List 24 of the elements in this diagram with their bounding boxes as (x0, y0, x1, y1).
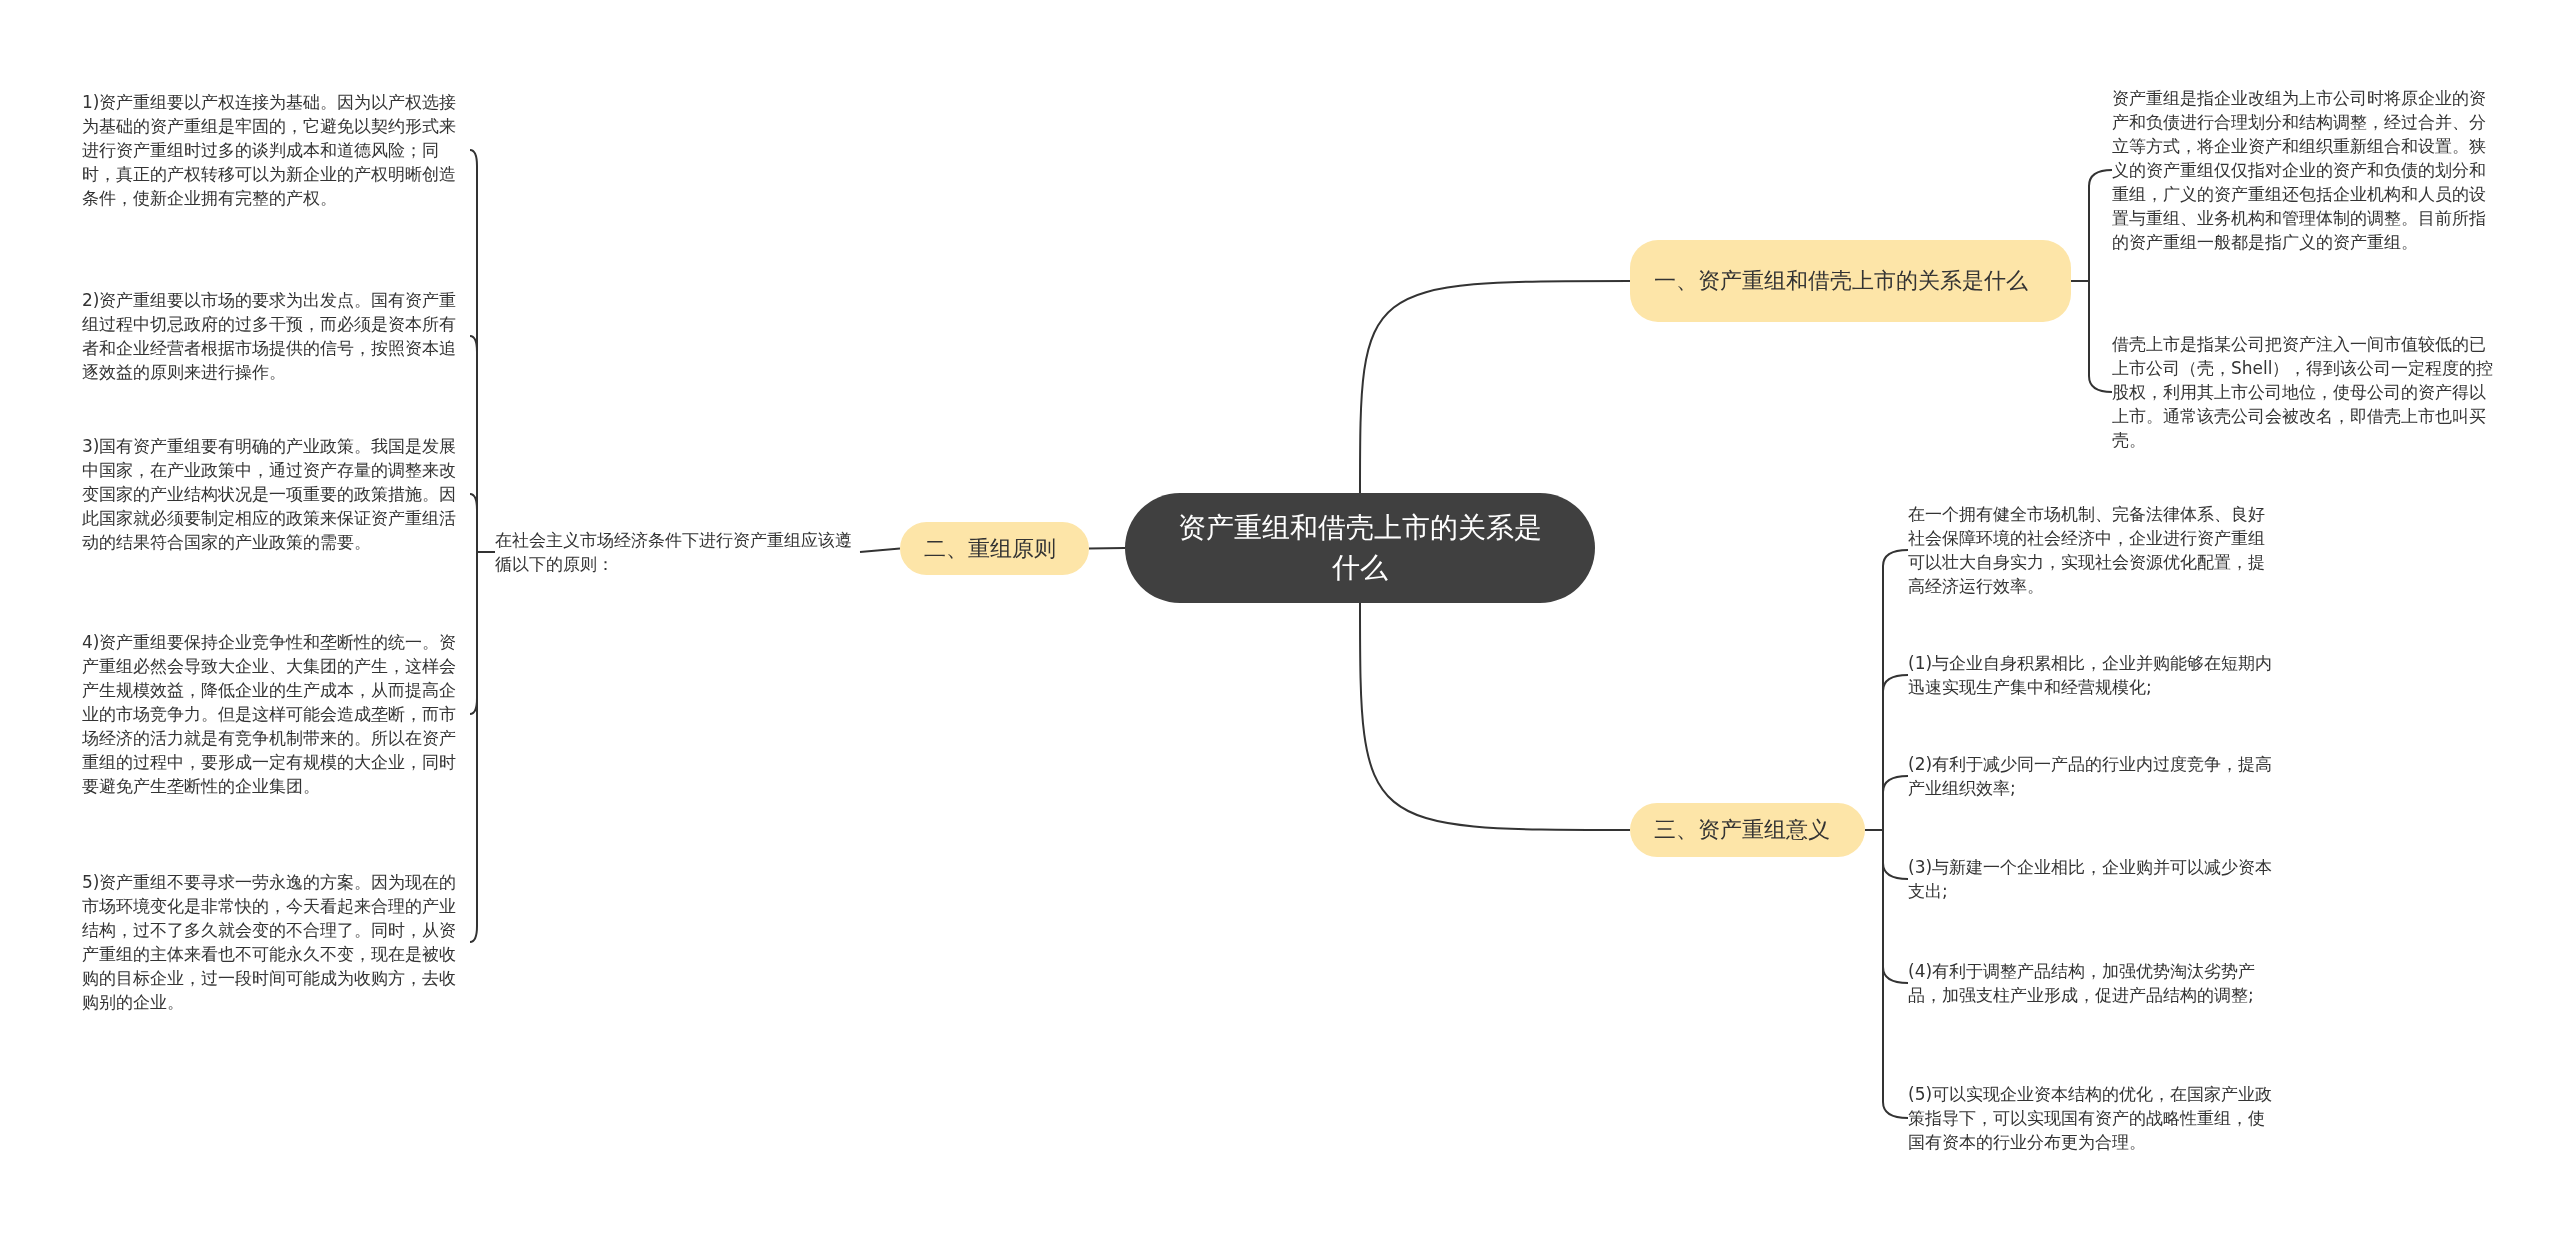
branch-topic: 一、资产重组和借壳上市的关系是什么 (1630, 240, 2071, 322)
connector-line (469, 551, 496, 943)
connector-line (1359, 280, 1631, 494)
subtopic-text: 4)资产重组要保持企业竞争性和垄断性的统一。资产重组必然会导致大企业、大集团的产生，这样会产生规模效益，降低企业的生产成本，从而提高企业的市场竞争力。但是这样可能会造成垄断，而市场经济的活力就是有竞争机制带来的。所以在资产重组的过程中，要形成一定有规模的大企业，同时要避免产生垄断性的企业集团。 (82, 626, 470, 802)
subtopic-text: 在社会主义市场经济条件下进行资产重组应该遵循以下的原则： (495, 524, 860, 580)
branch-topic: 三、资产重组意义 (1630, 803, 1865, 857)
subtopic-text: 在一个拥有健全市场机制、完备法律体系、良好社会保障环境的社会经济中，企业进行资产重组可以壮大自身实力，实现社会资源优化配置，提高经济运行效率。 (1908, 498, 2278, 602)
subtopic-text: 2)资产重组要以市场的要求为出发点。国有资产重组过程中切忌政府的过多干预，而必须是资本所有者和企业经营者根据市场提供的信号，按照资本追逐效益的原则来进行操作。 (82, 284, 470, 388)
subtopic-text: 资产重组是指企业改组为上市公司时将原企业的资产和负债进行合理划分和结构调整，经过合并、分立等方式，将企业资产和组织重新组合和设置。狭义的资产重组仅仅指对企业的资产和负债的划分和重组，广义的资产重组还包括企业机构和人员的设置与重组、业务机构和管理体制的调整。目前所指的资产重组一般都是指广义的资产重组。 (2112, 82, 2497, 258)
subtopic-text: (2)有利于减少同一产品的行业内过度竞争，提高产业组织效率; (1908, 748, 2278, 804)
subtopic-text: 1)资产重组要以产权连接为基础。因为以产权选接为基础的资产重组是牢固的，它避免以契约形式来进行资产重组时过多的谈判成本和道德风险；同时，真正的产权转移可以为新企业的产权明晰创造条件，使新企业拥有完整的产权。 (82, 86, 470, 214)
subtopic-text: (4)有利于调整产品结构，加强优势淘汰劣势产品，加强支柱产业形成，促进产品结构的调整; (1908, 955, 2278, 1011)
connector-line (1088, 547, 1126, 550)
central-topic: 资产重组和借壳上市的关系是什么 (1125, 493, 1595, 603)
branch-topic: 二、重组原则 (900, 522, 1089, 575)
connector-line (859, 547, 901, 553)
subtopic-text: 5)资产重组不要寻求一劳永逸的方案。因为现在的市场环境变化是非常快的，今天看起来合理的产业结构，过不了多久就会变的不合理了。同时，从资产重组的主体来看也不可能永久不变，现在是被收购的目标企业，过一段时间可能成为收购方，去收购别的企业。 (82, 866, 470, 1018)
subtopic-text: (3)与新建一个企业相比，企业购并可以减少资本支出; (1908, 851, 2278, 907)
connector-line (1864, 829, 1909, 1119)
subtopic-text: 借壳上市是指某公司把资产注入一间市值较低的已上市公司（壳，Shell），得到该公司一定程度的控股权，利用其上市公司地位，使母公司的资产得以上市。通常该壳公司会被改名，即借壳上市也叫买壳。 (2112, 328, 2497, 456)
subtopic-text: (5)可以实现企业资本结构的优化，在国家产业政策指导下，可以实现国有资产的战略性重组，使国有资本的行业分布更为合理。 (1908, 1078, 2278, 1158)
subtopic-text: (1)与企业自身积累相比，企业并购能够在短期内迅速实现生产集中和经营规模化; (1908, 647, 2278, 703)
subtopic-text: 3)国有资产重组要有明确的产业政策。我国是发展中国家，在产业政策中，通过资产存量的调整来改变国家的产业结构状况是一项重要的政策措施。因此国家就必须要制定相应的政策来保证资产重组活动的结果符合国家的产业政策的需要。 (82, 430, 470, 558)
connector-line (1359, 602, 1631, 831)
